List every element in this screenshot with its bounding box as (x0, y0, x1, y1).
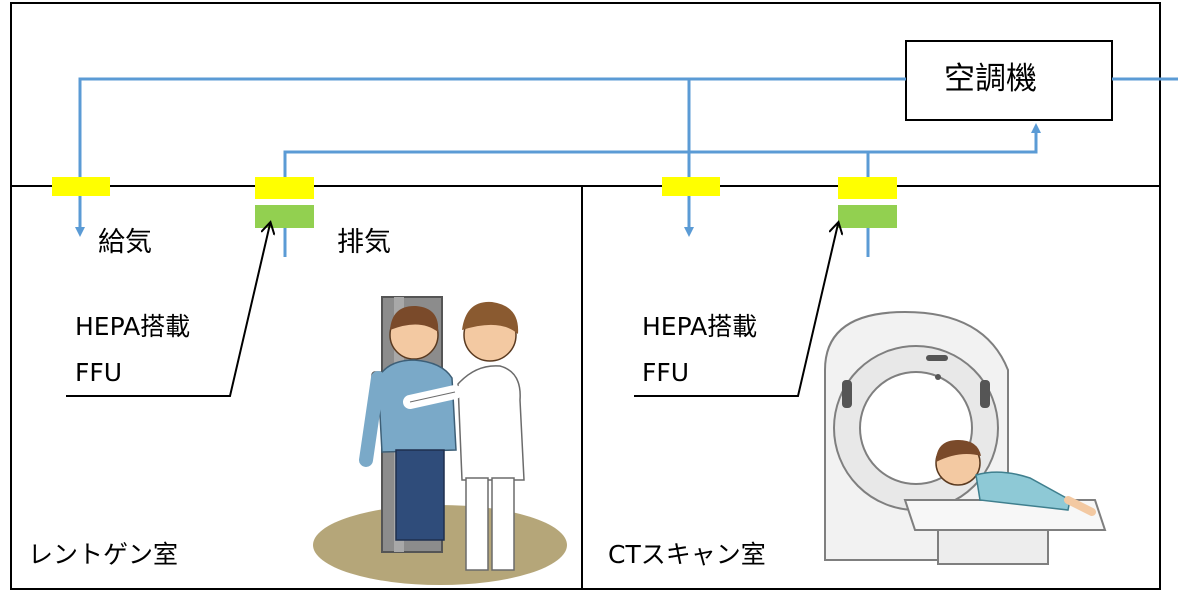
supply-label: 給気 (98, 227, 152, 258)
air-conditioner-box (905, 40, 1113, 121)
room-name-ct: CTスキャン室 (608, 540, 766, 569)
ffu-label-xray-line1: HEPA搭載 (75, 312, 191, 341)
ffu-label-ct-line2: FFU (642, 358, 690, 387)
xray-illustration (313, 296, 567, 585)
room-name-xray: レントゲン室 (28, 540, 179, 569)
exhaust-label: 排気 (337, 227, 391, 258)
supply-vent-ct (662, 177, 720, 196)
exhaust-duct (283, 123, 1041, 257)
supply-vent-xray (52, 177, 110, 196)
ffu-leader-ct (634, 224, 838, 397)
building-walls (10, 2, 1161, 590)
ffu-leader-xray (66, 224, 270, 397)
ct-illustration (824, 310, 1107, 565)
ffu-unit-ct (838, 177, 897, 228)
ffu-label-xray-line2: FFU (75, 358, 123, 387)
ffu-unit-xray (255, 177, 314, 228)
ffu-label-ct-line1: HEPA搭載 (642, 312, 758, 341)
air-conditioner-label: 空調機 (944, 61, 1037, 97)
